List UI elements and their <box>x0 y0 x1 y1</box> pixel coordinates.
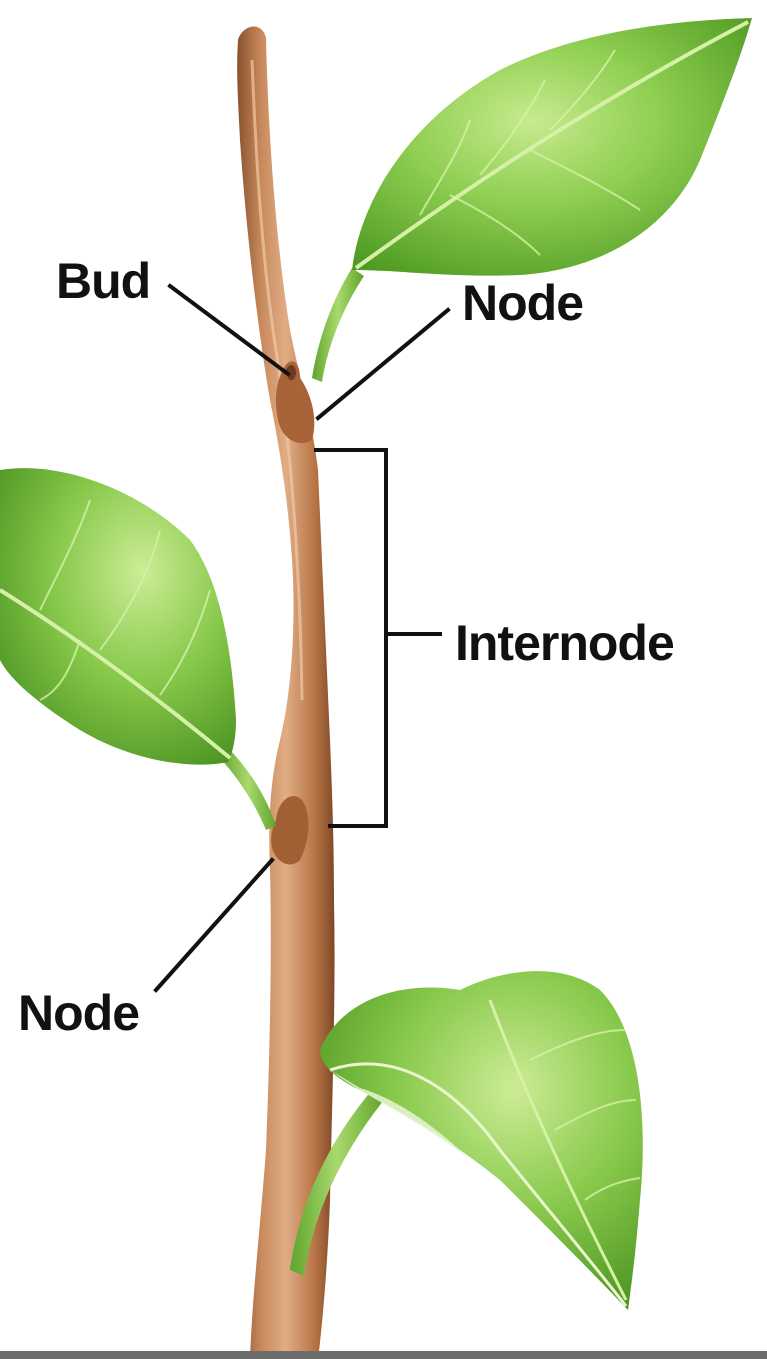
bud-label: Bud <box>56 253 150 309</box>
leaf-petiole-middle <box>220 748 276 830</box>
bottom-border <box>0 1351 767 1359</box>
node <box>271 796 309 865</box>
bud-leader-line <box>167 283 291 377</box>
internode-label: Internode <box>455 615 674 671</box>
internode-bracket <box>314 448 442 828</box>
node-lower-leader-line <box>153 857 275 993</box>
leaf <box>0 468 236 765</box>
leaf <box>352 18 752 276</box>
stem <box>237 26 335 1359</box>
node-upper-leader-line <box>315 307 451 421</box>
node-lower-label: Node <box>18 985 139 1041</box>
leaf-petiole-upper <box>312 268 364 382</box>
leaf-petiole-lower <box>290 1090 384 1276</box>
node-upper-label: Node <box>462 275 583 331</box>
leaf <box>320 971 643 1310</box>
